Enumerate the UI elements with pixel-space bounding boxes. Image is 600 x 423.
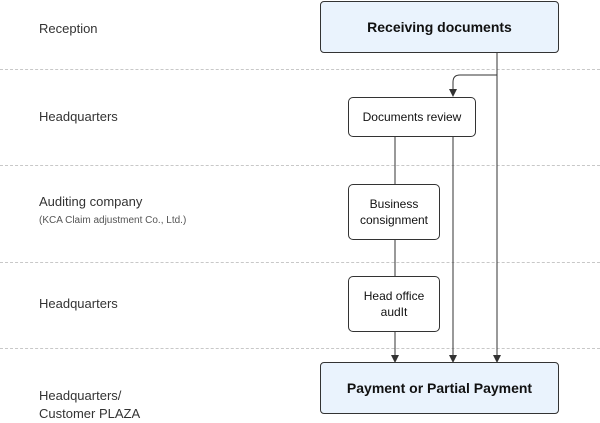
- node-receiving-documents: Receiving documents: [320, 1, 559, 53]
- node-label: Business consignment: [359, 197, 429, 227]
- lane-label-headquarters-review: Headquarters: [39, 108, 118, 126]
- arrow-receiving-to-review: [449, 53, 498, 97]
- node-business-consignment: Business consignment: [348, 184, 440, 240]
- lane-label-text: Reception: [39, 21, 98, 36]
- node-label: Head office audIt: [363, 289, 425, 319]
- lane-label-text: Auditing company: [39, 194, 143, 209]
- node-payment: Payment or Partial Payment: [320, 362, 559, 414]
- lane-label-reception: Reception: [39, 20, 98, 38]
- lane-label-headquarters-audit: Headquarters: [39, 295, 118, 313]
- lane-label-text: Headquarters: [39, 109, 118, 124]
- lane-divider: [0, 262, 600, 263]
- lane-divider: [0, 348, 600, 349]
- lane-label-text: Headquarters: [39, 296, 118, 311]
- node-label: Documents review: [362, 110, 462, 124]
- node-head-office-audit: Head office audIt: [348, 276, 440, 332]
- lane-divider: [0, 165, 600, 166]
- node-documents-review: Documents review: [348, 97, 476, 137]
- lane-label-auditing-company: Auditing company (KCA Claim adjustment C…: [39, 193, 186, 228]
- node-label: Receiving documents: [367, 19, 512, 35]
- lane-sublabel: (KCA Claim adjustment Co., Ltd.): [39, 215, 187, 226]
- lane-divider: [0, 69, 600, 70]
- node-label: Payment or Partial Payment: [346, 380, 533, 396]
